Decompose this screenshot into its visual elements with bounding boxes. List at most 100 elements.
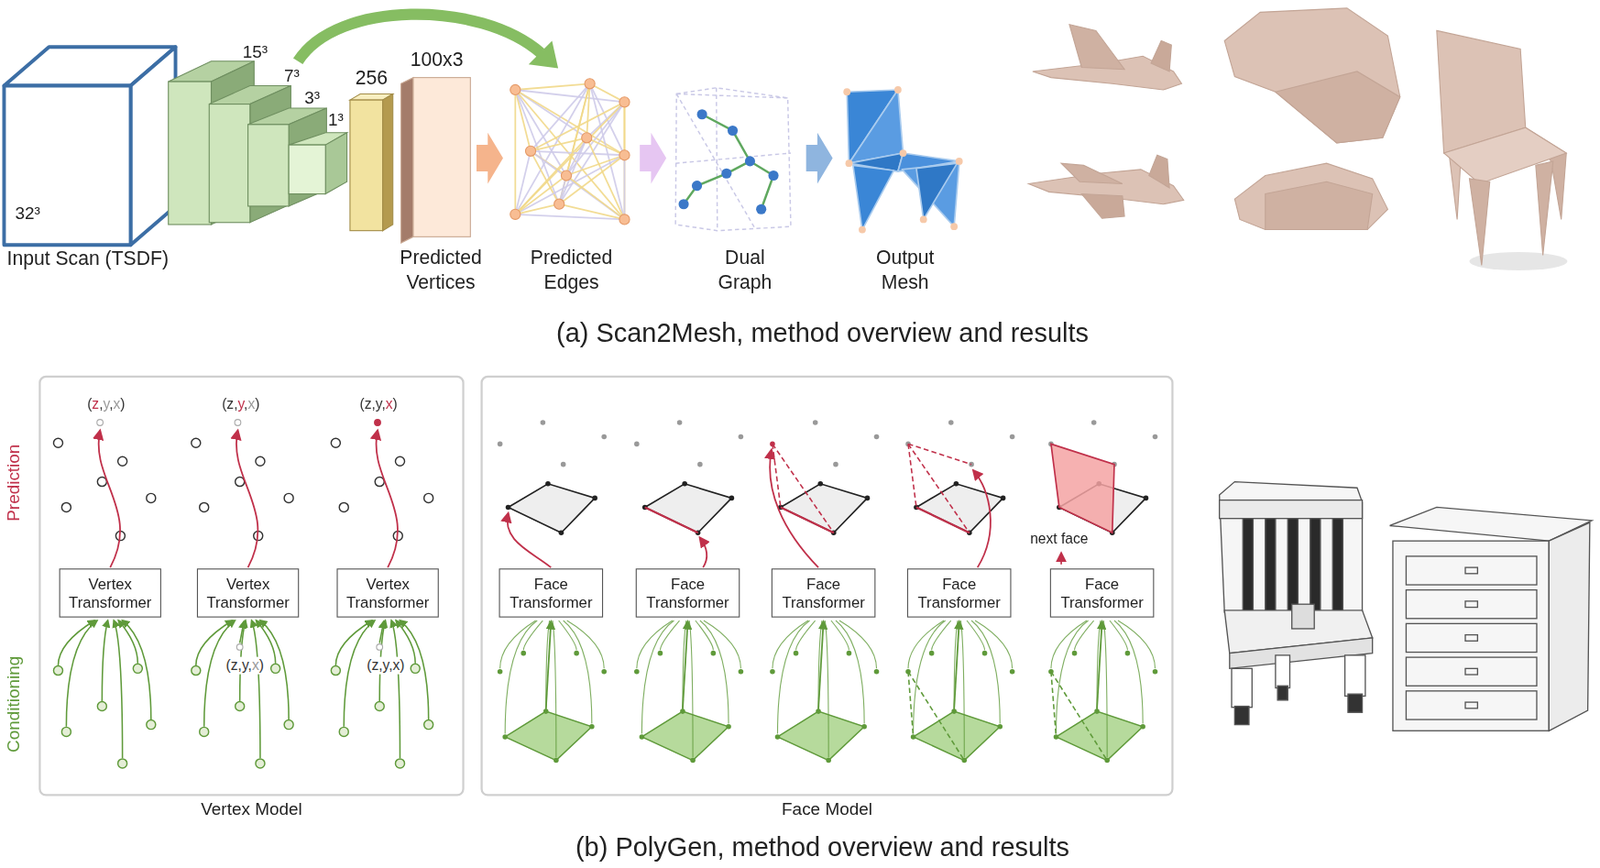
- coord-char: y: [102, 395, 110, 413]
- face-step: [905, 419, 1015, 763]
- model-panel: Face ModelFace TransformerFace Transform…: [480, 375, 1173, 797]
- face-step: [645, 506, 699, 533]
- vertex-step: [424, 493, 434, 503]
- face-step: [769, 419, 879, 763]
- coord-char: ,: [98, 395, 103, 413]
- mesh-vertices: [845, 159, 854, 167]
- polygen-chair: [1347, 693, 1363, 713]
- face-step: [639, 734, 646, 740]
- grid-size: 32³: [14, 203, 40, 225]
- face-step: [500, 620, 537, 669]
- stage-arrow: [476, 132, 504, 185]
- dual-graph-nodes: [678, 198, 689, 209]
- face-step: [997, 723, 1003, 730]
- predicted-edges-graph: [515, 175, 567, 215]
- coord-char: ,: [233, 395, 238, 413]
- face-step: [679, 708, 686, 714]
- result-airplane: [1028, 154, 1184, 219]
- face-step: [546, 620, 550, 709]
- polygen-dresser: [1465, 601, 1478, 608]
- mesh-vertices: [920, 216, 928, 224]
- vertex-step: [53, 666, 63, 676]
- dual-graph-nodes: [767, 170, 779, 181]
- result-car: [1265, 181, 1373, 230]
- face-step: [908, 620, 944, 669]
- face-step: [505, 504, 512, 511]
- mesh-vertices: [894, 86, 902, 94]
- polygen-dresser: [1390, 506, 1592, 731]
- result-car: [1275, 71, 1401, 143]
- face-step: [951, 708, 957, 714]
- dual-graph-outline: [676, 93, 756, 229]
- coord-char: z: [226, 395, 234, 413]
- grid-size: 3³: [304, 88, 320, 110]
- vertex-step: [97, 419, 104, 427]
- row-label: Prediction: [3, 444, 25, 522]
- coord-char: z: [230, 657, 239, 674]
- face-step: [725, 723, 732, 730]
- face-step: [1125, 650, 1131, 657]
- dual-graph-nodes: [756, 204, 767, 215]
- coord-char: x: [112, 395, 121, 413]
- coord-char: x: [252, 657, 260, 674]
- face-step: [1096, 620, 1101, 709]
- result-airplane: [1032, 24, 1183, 90]
- coord-char: ,: [238, 657, 242, 674]
- feature-vector: [350, 99, 384, 231]
- predicted-edges-graph: [515, 101, 625, 214]
- coord-char: ,: [371, 395, 375, 413]
- vertex-step: [199, 502, 209, 512]
- caption: (a) Scan2Mesh, method overview and resul…: [556, 317, 1089, 351]
- vertex-step: [118, 456, 128, 466]
- predicted-edges-graph: [515, 89, 625, 220]
- face-step: [913, 620, 946, 735]
- face-step: [508, 483, 596, 533]
- transformer-box: Face Transformer: [771, 568, 877, 617]
- vertex-step: [394, 456, 405, 466]
- stage-label: Dual Graph: [709, 245, 781, 295]
- face-step: [1009, 434, 1016, 440]
- face-step: [832, 461, 839, 468]
- box-label: Vertex Transformer: [65, 574, 155, 612]
- face-step: [634, 441, 640, 448]
- vertex-step: [97, 701, 107, 712]
- face-step: [504, 711, 592, 760]
- coord-char: y: [383, 657, 390, 674]
- face-step: [523, 620, 543, 650]
- face-step: [778, 620, 811, 735]
- mesh-vertices: [858, 226, 866, 234]
- vertex-step: [410, 663, 420, 673]
- dual-graph-nodes: [678, 109, 779, 215]
- face-step: [1048, 419, 1158, 763]
- face-step: [601, 668, 607, 675]
- vertex-step: [122, 620, 152, 720]
- vertex-step: [146, 493, 156, 503]
- face-step: [772, 620, 809, 669]
- vertex-step: [240, 621, 244, 643]
- predicted-edges-graph: [515, 83, 590, 90]
- stage-label: Output Mesh: [864, 245, 946, 295]
- face-step: [497, 441, 504, 448]
- face-step: [971, 620, 1000, 724]
- face-step: [913, 711, 1001, 760]
- face-step: [1103, 620, 1107, 757]
- polygen-chair: [1292, 603, 1315, 629]
- predicted-edges-graph: [619, 150, 630, 161]
- vertex-step: [374, 477, 384, 487]
- face-step: [636, 620, 673, 669]
- coord-char: ): [120, 395, 125, 413]
- conv-block: [288, 144, 326, 194]
- face-step: [817, 481, 823, 487]
- result-chair: [1436, 30, 1568, 271]
- vertex-step: [97, 477, 107, 487]
- predicted-edges-graph: [619, 214, 630, 225]
- feature-vector: [350, 93, 394, 231]
- vertex-block: [401, 77, 414, 243]
- vertex-step: [339, 502, 349, 512]
- vertex-step: [235, 701, 245, 712]
- face-step: [645, 483, 733, 533]
- result-airplane: [1081, 194, 1125, 220]
- result-airplane: [1069, 24, 1125, 70]
- polygen-dresser: [1465, 701, 1478, 709]
- face-step: [507, 513, 552, 568]
